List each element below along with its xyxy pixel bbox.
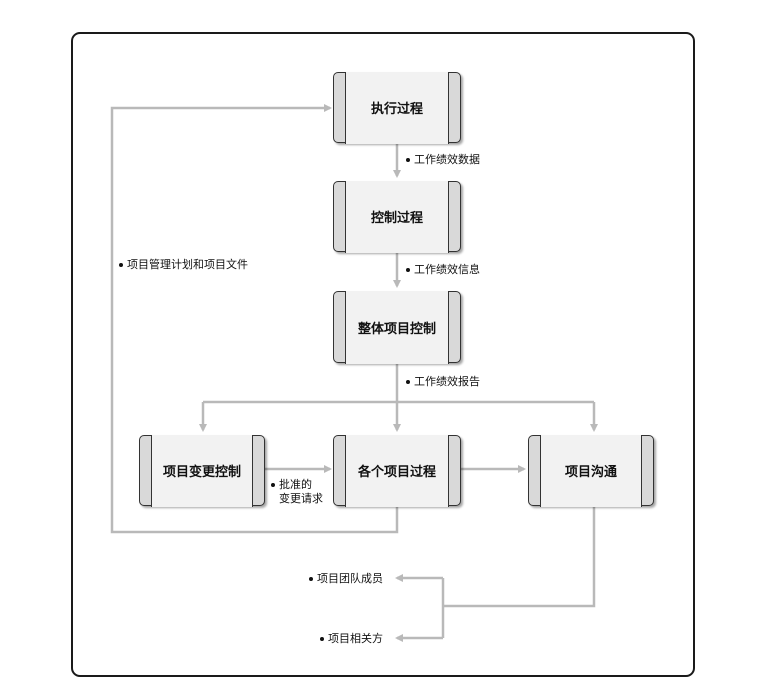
node-execute-process: 执行过程 <box>333 71 461 144</box>
node-change-control: 项目变更控制 <box>139 434 265 507</box>
flow-text: 项目团队成员 <box>317 572 383 585</box>
flow-label-work-info: 工作绩效信息 <box>406 263 480 277</box>
bullet-dot <box>119 263 123 267</box>
flow-text: 工作绩效数据 <box>414 153 480 166</box>
bullet-dot <box>309 577 313 581</box>
flow-text: 批准的 <box>279 478 312 491</box>
flow-label-team-members: 项目团队成员 <box>309 572 383 586</box>
node-control-label: 控制过程 <box>370 211 423 226</box>
bullet-dot <box>406 268 410 272</box>
node-comm-label: 项目沟通 <box>564 465 617 480</box>
bullet-dot <box>406 380 410 384</box>
flow-label-work-data: 工作绩效数据 <box>406 153 480 167</box>
loop-plan-docs-feedback <box>110 104 399 534</box>
connector-comm-down <box>443 506 596 608</box>
node-control-process: 控制过程 <box>333 180 461 253</box>
flow-label-work-report: 工作绩效报告 <box>406 375 480 389</box>
node-integrated-label: 整体项目控制 <box>357 321 436 337</box>
flow-text: 项目管理计划和项目文件 <box>127 258 248 271</box>
bullet-dot <box>271 483 275 487</box>
node-integrated-control: 整体项目控制 <box>333 290 461 364</box>
node-change-label: 项目变更控制 <box>162 465 241 480</box>
bullet-dot <box>406 158 410 162</box>
flow-text: 项目相关方 <box>328 632 383 645</box>
flow-line-1: 批准的 <box>271 478 335 492</box>
flow-text: 工作绩效信息 <box>414 263 480 276</box>
flow-label-plan-docs: 项目管理计划和项目文件 <box>119 258 248 272</box>
flow-text: 变更请求 <box>279 492 323 505</box>
bullet-dot <box>320 637 324 641</box>
flow-label-approved-change: 批准的 变更请求 <box>271 478 335 506</box>
flow-line-2: 变更请求 <box>271 492 335 506</box>
flow-text: 工作绩效报告 <box>414 375 480 388</box>
flow-label-stakeholders: 项目相关方 <box>320 632 383 646</box>
node-project-processes: 各个项目过程 <box>333 434 461 507</box>
node-execute-label: 执行过程 <box>370 102 423 117</box>
node-processes-label: 各个项目过程 <box>357 465 436 480</box>
node-project-communication: 项目沟通 <box>528 434 654 507</box>
